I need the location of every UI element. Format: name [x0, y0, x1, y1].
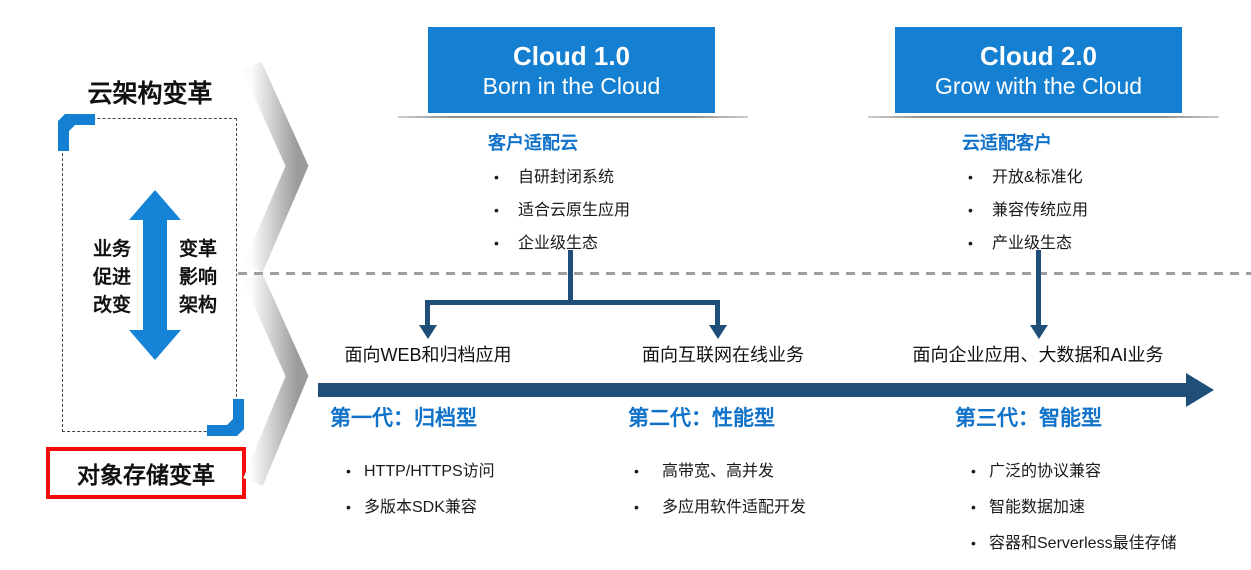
workload-label-enterprise-bigdata-ai: 面向企业应用、大数据和AI业务 — [912, 345, 1164, 365]
corner-accent-top-left-icon — [58, 114, 95, 151]
era-divider-dashed-line — [238, 272, 1251, 275]
architecture-cycle-box — [62, 118, 237, 432]
list-item: • 容器和Serverless最佳存储 — [955, 532, 1251, 555]
cloud1-header-box: Cloud 1.0 Born in the Cloud — [428, 27, 715, 113]
list-item-text: 广泛的协议兼容 — [989, 463, 1102, 480]
bidirectional-arrow-icon — [129, 190, 181, 360]
cloud-architecture-title: 云架构变革 — [87, 80, 213, 108]
cycle-line: 影响 — [178, 267, 217, 288]
list-item: • 多版本SDK兼容 — [330, 496, 630, 519]
generation2-section: 第二代：性能型 • 高带宽、高并发 • 多应用软件适配开发 — [628, 406, 928, 532]
list-item-text: 多版本SDK兼容 — [364, 499, 477, 516]
cycle-line: 业务 — [92, 239, 131, 260]
cloud2-header-box: Cloud 2.0 Grow with the Cloud — [895, 27, 1182, 113]
generation3-section: 第三代：智能型 • 广泛的协议兼容 • 智能数据加速 • 容器和Serverle… — [955, 406, 1251, 568]
bullet-marker: • — [346, 499, 351, 515]
generation1-list: • HTTP/HTTPS访问 • 多版本SDK兼容 — [330, 460, 630, 519]
list-item: • 智能数据加速 — [955, 496, 1251, 519]
list-item-text: 产业级生态 — [992, 235, 1073, 252]
cycle-line: 变革 — [178, 239, 217, 260]
list-item-text: 多应用软件适配开发 — [662, 499, 807, 516]
workload-label-internet-online: 面向互联网在线业务 — [642, 345, 804, 365]
list-item: • 自研封闭系统 — [488, 166, 748, 189]
list-item-text: 兼容传统应用 — [992, 202, 1089, 219]
list-item: • 适合云原生应用 — [488, 199, 748, 222]
generation3-title: 第三代：智能型 — [955, 407, 1102, 430]
cloud1-feature-heading: 客户适配云 — [488, 133, 578, 153]
list-item: • 兼容传统应用 — [962, 199, 1222, 222]
bullet-marker: • — [968, 202, 973, 218]
list-item-text: 容器和Serverless最佳存储 — [989, 535, 1177, 552]
list-item-text: 智能数据加速 — [989, 499, 1086, 516]
generation2-title: 第二代：性能型 — [628, 407, 775, 430]
list-item: • 企业级生态 — [488, 232, 748, 255]
cloud2-features: 云适配客户 • 开放&标准化 • 兼容传统应用 • 产业级生态 — [962, 132, 1222, 265]
list-item: • HTTP/HTTPS访问 — [330, 460, 630, 483]
list-item-text: HTTP/HTTPS访问 — [364, 463, 495, 480]
bullet-marker: • — [971, 463, 976, 479]
cloud2-underline — [868, 116, 1219, 118]
corner-accent-bottom-right-icon — [207, 399, 244, 436]
bullet-marker: • — [968, 235, 973, 251]
object-storage-title-box: 对象存储变革 — [46, 447, 246, 499]
branch-connectors — [419, 250, 1048, 339]
bullet-marker: • — [346, 463, 351, 479]
timeline-arrow — [318, 373, 1214, 407]
cloud1-underline — [398, 116, 748, 118]
cloud1-features: 客户适配云 • 自研封闭系统 • 适合云原生应用 • 企业级生态 — [488, 132, 748, 265]
cloud2-title: Cloud 2.0 — [979, 40, 1097, 71]
cycle-line: 架构 — [178, 295, 217, 316]
list-item-text: 开放&标准化 — [992, 169, 1083, 186]
bullet-marker: • — [494, 169, 499, 185]
object-storage-title: 对象存储变革 — [77, 462, 215, 488]
bullet-marker: • — [968, 169, 973, 185]
list-item: • 广泛的协议兼容 — [955, 460, 1251, 483]
bullet-marker: • — [634, 499, 639, 515]
list-item-text: 自研封闭系统 — [518, 169, 615, 186]
cycle-text-architecture: 变革 影响 架构 — [168, 236, 228, 320]
bullet-marker: • — [634, 463, 639, 479]
list-item: • 产业级生态 — [962, 232, 1222, 255]
cloud2-feature-heading: 云适配客户 — [962, 133, 1052, 153]
generation3-list: • 广泛的协议兼容 • 智能数据加速 • 容器和Serverless最佳存储 — [955, 460, 1251, 555]
list-item-text: 适合云原生应用 — [518, 202, 631, 219]
cloud1-feature-list: • 自研封闭系统 • 适合云原生应用 • 企业级生态 — [488, 166, 748, 255]
bullet-marker: • — [971, 499, 976, 515]
cloud2-subtitle: Grow with the Cloud — [934, 72, 1143, 99]
cloud2-feature-list: • 开放&标准化 • 兼容传统应用 • 产业级生态 — [962, 166, 1222, 255]
bullet-marker: • — [494, 235, 499, 251]
chevron-arrows-icon — [242, 61, 309, 487]
cloud1-title: Cloud 1.0 — [512, 40, 630, 71]
cloud1-subtitle: Born in the Cloud — [482, 72, 661, 99]
list-item-text: 企业级生态 — [518, 235, 599, 252]
generation1-section: 第一代：归档型 • HTTP/HTTPS访问 • 多版本SDK兼容 — [330, 406, 630, 532]
list-item: • 开放&标准化 — [962, 166, 1222, 189]
bullet-marker: • — [971, 535, 976, 551]
generation1-title: 第一代：归档型 — [330, 407, 477, 430]
bullet-marker: • — [494, 202, 499, 218]
cycle-line: 改变 — [92, 295, 131, 316]
cycle-line: 促进 — [92, 267, 131, 288]
list-item: • 高带宽、高并发 — [628, 460, 928, 483]
list-item-text: 高带宽、高并发 — [662, 463, 775, 480]
list-item: • 多应用软件适配开发 — [628, 496, 928, 519]
workload-label-web-archive: 面向WEB和归档应用 — [344, 345, 512, 365]
cycle-text-business: 业务 促进 改变 — [82, 236, 142, 320]
generation2-list: • 高带宽、高并发 • 多应用软件适配开发 — [628, 460, 928, 519]
